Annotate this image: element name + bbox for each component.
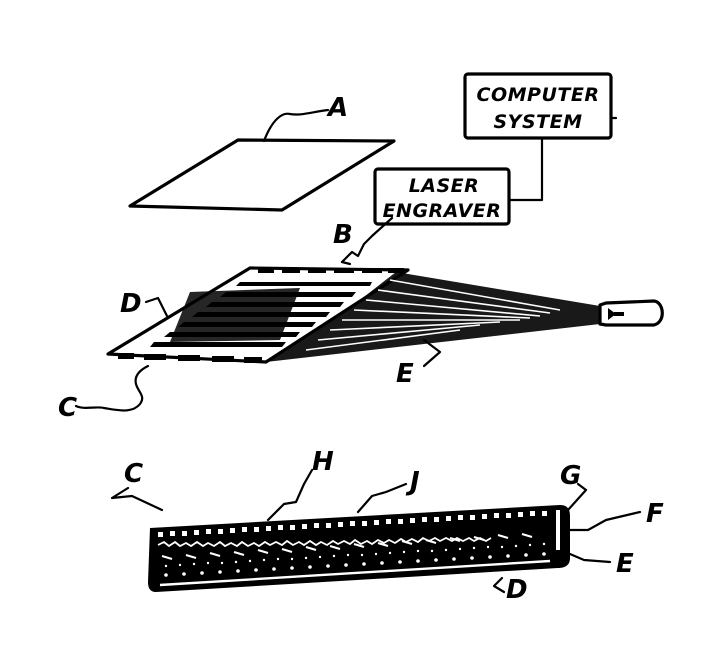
label-f: F: [646, 499, 664, 529]
label-c-bottom: C: [124, 459, 143, 489]
label-e-top-group: E: [396, 338, 442, 389]
label-j: J: [405, 467, 420, 497]
label-c-top: C: [58, 393, 77, 423]
label-g-group: G: [560, 461, 588, 512]
label-d-bottom: D: [506, 575, 528, 605]
computer-system-box: COMPUTER SYSTEM: [463, 72, 618, 140]
plate-a: A: [128, 93, 396, 212]
laser-engraver-box: LASER ENGRAVER: [373, 167, 511, 226]
label-e-bottom-group: E: [568, 549, 634, 579]
label-d-bottom-group: D: [492, 575, 528, 605]
label-c-bottom-group: C: [110, 459, 164, 512]
label-j-group: J: [356, 467, 420, 514]
label-g: G: [560, 461, 581, 491]
label-d-top-group: D: [120, 289, 170, 320]
laser-engraver-line1: LASER: [409, 175, 480, 197]
computer-system-line2: SYSTEM: [494, 111, 583, 133]
label-b-group: B: [333, 216, 394, 266]
laser-engraver-line2: ENGRAVER: [383, 200, 502, 222]
grid-plate-b: [106, 266, 410, 364]
label-f-group: F: [568, 499, 664, 532]
label-h-group: H: [266, 447, 334, 522]
label-e-bottom: E: [616, 549, 634, 579]
label-h: H: [312, 447, 334, 477]
connector-computer-engraver: [508, 136, 544, 202]
computer-system-line1: COMPUTER: [477, 84, 600, 106]
cross-section-bar: [148, 505, 570, 592]
label-d-top: D: [120, 289, 142, 319]
label-e-top: E: [396, 359, 414, 389]
fiber-bundle-e: [266, 272, 664, 362]
label-a: A: [326, 93, 348, 123]
label-c-top-group: C: [58, 364, 150, 423]
label-b: B: [333, 220, 353, 250]
